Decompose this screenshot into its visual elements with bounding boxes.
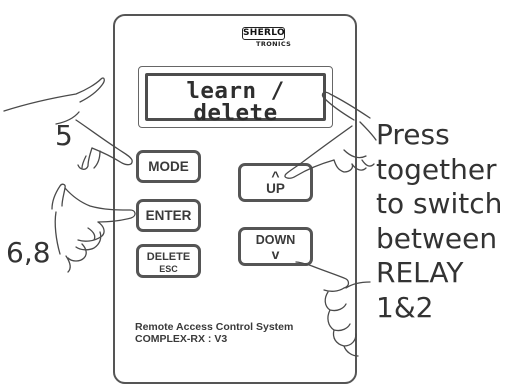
- up-arrow-icon: ^: [271, 168, 280, 184]
- logo-wordmark: SHERLO: [242, 27, 285, 40]
- up-button-label: UP: [266, 181, 285, 196]
- pointing-hand-up-icon: [284, 91, 377, 179]
- display-line-1: learn /: [186, 78, 285, 104]
- enter-button-label: ENTER: [145, 208, 192, 223]
- instruction-line: together: [376, 152, 497, 186]
- logo-subtext: TRONICS: [256, 40, 292, 48]
- down-arrow-icon: v: [271, 246, 280, 262]
- press-together-instruction: Press together to switch between RELAY 1…: [376, 118, 502, 325]
- mode-step-number: 5: [55, 119, 73, 152]
- esc-button-label: ESC: [159, 264, 178, 274]
- enter-button[interactable]: ENTER: [136, 199, 201, 232]
- pointing-hand-down-icon: [295, 261, 371, 357]
- down-button[interactable]: DOWN v: [238, 227, 313, 266]
- instruction-line: 1&2: [376, 290, 434, 324]
- mode-button[interactable]: MODE: [136, 150, 201, 183]
- display-line-2: delete: [193, 100, 278, 126]
- delete-button-label: DELETE: [146, 251, 191, 263]
- hand-illustrations: [3, 77, 377, 357]
- device-caption: Remote Access Control System COMPLEX-RX …: [135, 321, 293, 345]
- lcd-display: learn / delete: [138, 66, 333, 128]
- instruction-line: to switch: [376, 187, 503, 220]
- mode-button-label: MODE: [148, 159, 189, 174]
- pointing-hand-mode-icon: [3, 77, 133, 170]
- delete-esc-button[interactable]: DELETE ESC: [136, 244, 201, 278]
- pointing-hand-enter-icon: [51, 183, 136, 273]
- caption-line-2: COMPLEX-RX : V3: [135, 333, 228, 345]
- sherlotronics-logo: SHERLO TRONICS: [242, 27, 299, 53]
- lcd-screen: learn / delete: [145, 73, 326, 126]
- instruction-line: between: [376, 221, 498, 255]
- caption-line-1: Remote Access Control System: [135, 321, 294, 333]
- down-button-label: DOWN: [255, 233, 296, 247]
- enter-step-number: 6,8: [6, 236, 51, 269]
- up-button[interactable]: ^ UP: [238, 163, 313, 202]
- instruction-line: Press: [376, 118, 450, 151]
- instruction-line: RELAY: [376, 256, 464, 289]
